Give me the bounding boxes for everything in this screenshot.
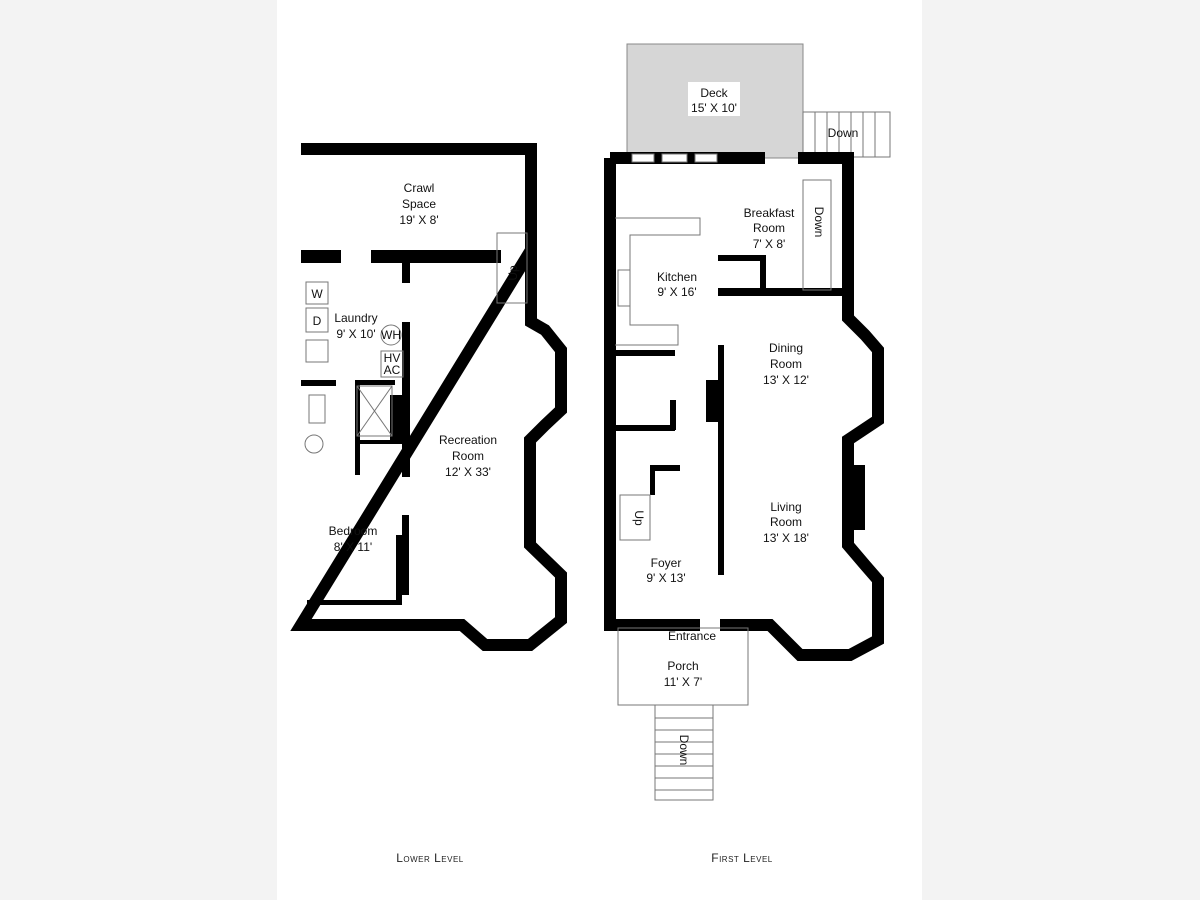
window <box>661 153 688 163</box>
kitchen-counter <box>615 217 701 346</box>
deck-stairs-down-label: Down <box>828 126 859 140</box>
toilet <box>308 394 326 424</box>
recreation-room-label: Room <box>452 449 484 463</box>
porch-label: Porch <box>667 659 698 673</box>
lower-outer-wall <box>290 143 567 651</box>
wall <box>615 350 675 356</box>
wall <box>650 465 680 471</box>
wall <box>355 440 405 444</box>
breakfast-room-size: 7' X 8' <box>753 237 786 251</box>
laundry-sink <box>305 339 329 363</box>
stairs-up-label: Up <box>506 265 520 281</box>
porch-stair-treads <box>655 717 713 791</box>
washer <box>305 281 329 305</box>
dining-room-label: Room <box>770 357 802 371</box>
porch-stairs <box>654 704 714 801</box>
bedroom-label: Bedroom <box>329 524 378 538</box>
wall <box>301 380 336 386</box>
laundry-size: 9' X 10' <box>336 327 375 341</box>
fireplace <box>845 465 865 530</box>
deck-label: Deck <box>700 86 728 100</box>
foyer-size: 9' X 13' <box>646 571 685 585</box>
kitchen-wall <box>718 288 848 296</box>
breakfast-room-label: Room <box>753 221 785 235</box>
first-level-title: First Level <box>711 851 773 865</box>
wall <box>355 440 360 475</box>
dining-room-size: 13' X 12' <box>763 373 809 387</box>
lower-level-plan: Crawl Space 19' X 8' Laundry 9' X 10' Re… <box>290 143 567 865</box>
wall <box>718 255 763 261</box>
foyer-stairs <box>619 494 651 541</box>
living-room-label: Living <box>770 500 801 514</box>
deck-label-bg <box>688 82 740 116</box>
hvac-label: AC <box>384 363 401 377</box>
porch-size: 11' X 7' <box>664 675 702 689</box>
dining-room-label: Dining <box>769 341 803 355</box>
crawl-space-label: Crawl <box>404 181 435 195</box>
wall <box>390 395 404 440</box>
wall <box>670 400 676 430</box>
wall <box>760 255 766 290</box>
washer-label: W <box>311 287 323 301</box>
wall <box>650 465 655 495</box>
living-room-label: Room <box>770 515 802 529</box>
window <box>631 153 655 163</box>
living-room-size: 13' X 18' <box>763 531 809 545</box>
central-wall <box>718 345 724 575</box>
stove <box>617 269 631 307</box>
entrance-label: Entrance <box>668 629 716 643</box>
wall <box>402 322 410 477</box>
kitchen-size: 9' X 16' <box>657 285 696 299</box>
water-heater <box>380 324 402 346</box>
foyer-label: Foyer <box>651 556 682 570</box>
wall <box>402 263 410 283</box>
shower-x <box>356 385 393 437</box>
wall <box>371 250 501 263</box>
hvac-unit <box>380 350 404 378</box>
bath-sink <box>304 434 324 454</box>
stairs <box>496 232 528 304</box>
window <box>694 153 718 163</box>
wall <box>615 425 675 431</box>
foyer-stairs-up-label: Up <box>632 510 646 526</box>
deck-stair-treads <box>814 112 876 157</box>
bedroom-size: 8' X 11' <box>334 540 372 554</box>
basement-stairs-down-label: Down <box>812 207 826 238</box>
recreation-room-size: 12' X 33' <box>445 465 491 479</box>
crawl-space-size: 19' X 8' <box>399 213 438 227</box>
wall <box>402 515 409 595</box>
wall <box>355 380 395 385</box>
first-level-plan: Deck 15' X 10' Down Breakfast Room 7' X … <box>604 43 891 865</box>
wall <box>396 535 402 600</box>
crawl-space-label: Space <box>402 197 436 211</box>
laundry-label: Laundry <box>334 311 377 325</box>
dryer <box>305 307 329 333</box>
shower <box>356 385 393 437</box>
water-heater-label: WH <box>381 328 401 342</box>
wall <box>301 250 341 263</box>
kitchen-label: Kitchen <box>657 270 697 284</box>
breakfast-room-label: Breakfast <box>744 206 795 220</box>
basement-stairs <box>802 179 832 291</box>
hvac-label: HV <box>384 351 401 365</box>
porch-stairs-down-label: Down <box>677 735 691 766</box>
deck-size: 15' X 10' <box>691 101 737 115</box>
lower-level-title: Lower Level <box>396 851 464 865</box>
recreation-room-label: Recreation <box>439 433 497 447</box>
chimney <box>706 380 720 422</box>
wall <box>307 600 402 605</box>
dryer-label: D <box>313 314 322 328</box>
